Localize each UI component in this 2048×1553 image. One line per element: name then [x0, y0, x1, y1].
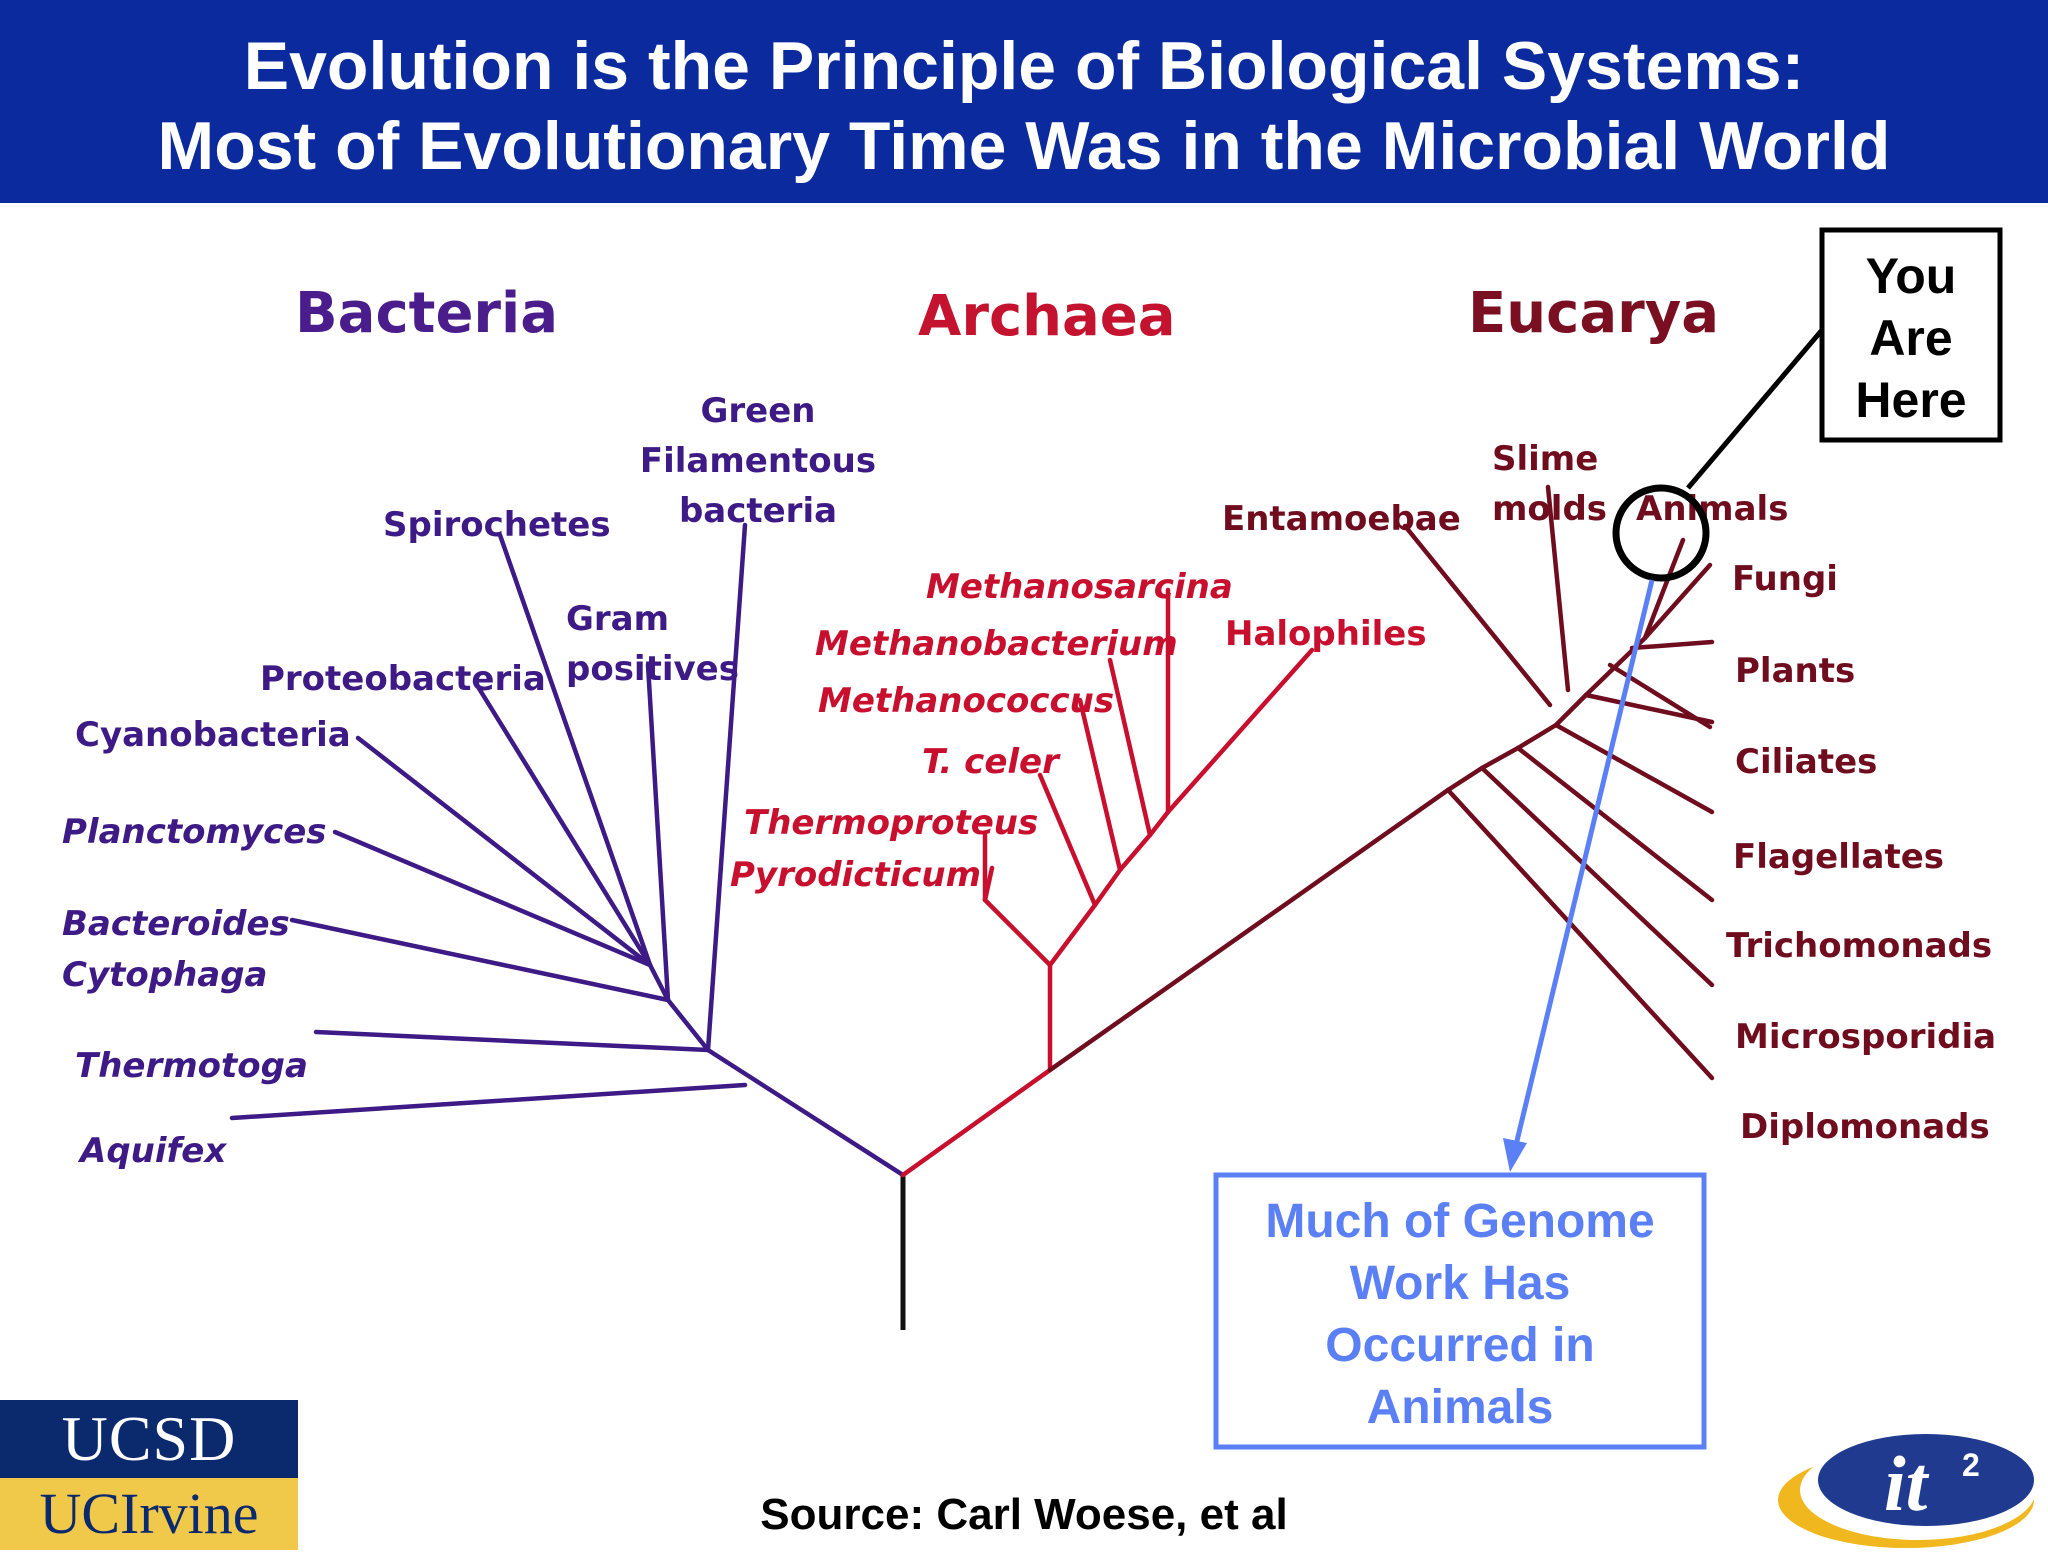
label-thermoproteus: Thermoproteus	[744, 803, 1038, 843]
domain-archaea: Archaea	[918, 284, 1176, 349]
branch-eucarya-n5	[1553, 692, 1589, 728]
branch-archaea-stem	[900, 1067, 1053, 1178]
branch-archaea-inner-2	[1092, 867, 1123, 908]
label-bacteroides: Bacteroides	[62, 904, 290, 944]
you-are-here-pointer	[1686, 328, 1824, 490]
branch-archaea-inner	[1047, 902, 1098, 968]
label-t-celer: T. celer	[922, 742, 1061, 782]
label-green-filamentous-3: bacteria	[679, 491, 837, 531]
branch-eucarya-n2	[1445, 765, 1485, 793]
genome-arrow-line	[1513, 579, 1655, 1146]
branch-green-filamentous	[705, 522, 748, 1053]
branch-thermotoga	[313, 1029, 711, 1053]
domain-eucarya: Eucarya	[1468, 281, 1719, 346]
you-are-here-box	[1819, 227, 2003, 443]
branch-flagellates	[1553, 722, 1715, 815]
label-proteobacteria: Proteobacteria	[260, 659, 546, 699]
genome-callout-line-3: Occurred in	[1325, 1319, 1594, 1372]
label-methanosarcina: Methanosarcina	[926, 567, 1233, 607]
branch-animals	[1642, 537, 1686, 641]
branch-diplomonads	[1445, 787, 1715, 1081]
label-cytophaga: Cytophaga	[62, 955, 268, 995]
it2-logo: it 2	[1778, 1434, 2036, 1548]
title-bar: Evolution is the Principle of Biological…	[0, 0, 2048, 203]
uci-logo-text: UCIrvine	[0, 1478, 298, 1550]
label-methanobacterium: Methanobacterium	[815, 624, 1178, 664]
label-green-filamentous-2: Filamentous	[640, 441, 876, 481]
branch-proteobacteria	[472, 679, 653, 968]
branch-entamoebae	[1402, 523, 1553, 708]
label-trichomonads: Trichomonads	[1726, 926, 1992, 966]
branch-methanococcus	[1077, 697, 1123, 873]
archaea-branches	[900, 587, 1315, 1178]
label-entamoebae: Entamoebae	[1222, 499, 1461, 539]
you-are-here-line-3: Here	[1855, 372, 1966, 428]
genome-arrow-head	[1503, 1138, 1527, 1172]
branch-plants-2	[1629, 639, 1715, 651]
it2-logo-superscript: 2	[1962, 1447, 1980, 1483]
genome-callout-line-1: Much of Genome	[1265, 1195, 1654, 1248]
branch-gram-positives	[645, 662, 671, 1003]
label-methanococcus: Methanococcus	[818, 681, 1114, 721]
branch-aquifex	[229, 1082, 748, 1121]
branch-eucarya-stem	[1047, 787, 1451, 1073]
branch-trichomonads	[1515, 745, 1715, 903]
animals-highlight-circle	[1612, 484, 1710, 582]
branch-t-celer	[1037, 772, 1098, 908]
label-spirochetes: Spirochetes	[383, 505, 611, 545]
label-plants: Plants	[1735, 651, 1855, 691]
label-gram-2: positives	[566, 649, 739, 689]
you-are-here-line-2: Are	[1869, 310, 1952, 366]
label-microsporidia: Microsporidia	[1735, 1017, 1996, 1057]
branch-pyrodicticum	[982, 865, 995, 903]
branch-cyanobacteria	[355, 735, 653, 968]
it2-logo-disc	[1818, 1434, 2034, 1526]
branch-methanobacterium	[1107, 657, 1153, 838]
label-ciliates: Ciliates	[1735, 742, 1877, 782]
branch-eucarya-n3	[1479, 745, 1521, 771]
label-slime-molds-1: Slime	[1492, 439, 1598, 479]
branch-halophiles	[1165, 647, 1315, 815]
it2-logo-text: it	[1884, 1440, 1930, 1527]
label-slime-molds-2: molds	[1492, 489, 1607, 529]
branch-bacteroides	[289, 917, 671, 1003]
branch-microsporidia	[1479, 765, 1715, 988]
label-pyrodicticum: Pyrodicticum	[730, 855, 981, 895]
label-cyanobacteria: Cyanobacteria	[75, 715, 351, 755]
genome-callout-line-2: Work Has	[1350, 1257, 1571, 1310]
label-aquifex: Aquifex	[77, 1131, 227, 1171]
label-gram-1: Gram	[566, 599, 669, 639]
branch-bacteria-inner-2	[647, 962, 671, 1003]
branch-archaea-inner-4	[1147, 809, 1171, 838]
label-diplomonads: Diplomonads	[1740, 1107, 1990, 1147]
label-animals: Animals	[1636, 489, 1788, 529]
ucsd-uci-logo: UCSD UCIrvine	[0, 1400, 298, 1550]
genome-callout-line-4: Animals	[1367, 1381, 1554, 1434]
branch-eucarya-n4	[1515, 722, 1559, 751]
branch-spirochetes	[497, 532, 653, 968]
branch-archaea-inner-3	[1117, 832, 1153, 873]
branch-slime-molds	[1545, 484, 1571, 693]
label-fungi: Fungi	[1732, 559, 1838, 599]
branch-fungi	[1642, 562, 1713, 641]
domain-bacteria: Bacteria	[295, 281, 558, 346]
branch-bacteria-stem	[705, 1047, 906, 1178]
bacteria-branches	[229, 522, 906, 1178]
branch-thermoproteus-node	[982, 897, 1053, 968]
label-flagellates: Flagellates	[1733, 837, 1944, 877]
label-thermotoga: Thermotoga	[75, 1046, 308, 1086]
branch-bacteria-inner	[665, 997, 711, 1053]
title-line-1: Evolution is the Principle of Biological…	[243, 28, 1805, 104]
genome-callout-box	[1213, 1172, 1707, 1450]
label-planctomyces: Planctomyces	[62, 812, 327, 852]
source-citation: Source: Carl Woese, et al	[760, 1490, 1288, 1539]
title-line-2: Most of Evolutionary Time Was in the Mic…	[157, 108, 1891, 184]
label-halophiles: Halophiles	[1225, 614, 1427, 654]
label-green-filamentous-1: Green	[701, 391, 816, 431]
branch-planctomyces	[332, 829, 653, 968]
you-are-here-line-1: You	[1866, 248, 1957, 304]
ucsd-logo-text: UCSD	[0, 1400, 298, 1478]
